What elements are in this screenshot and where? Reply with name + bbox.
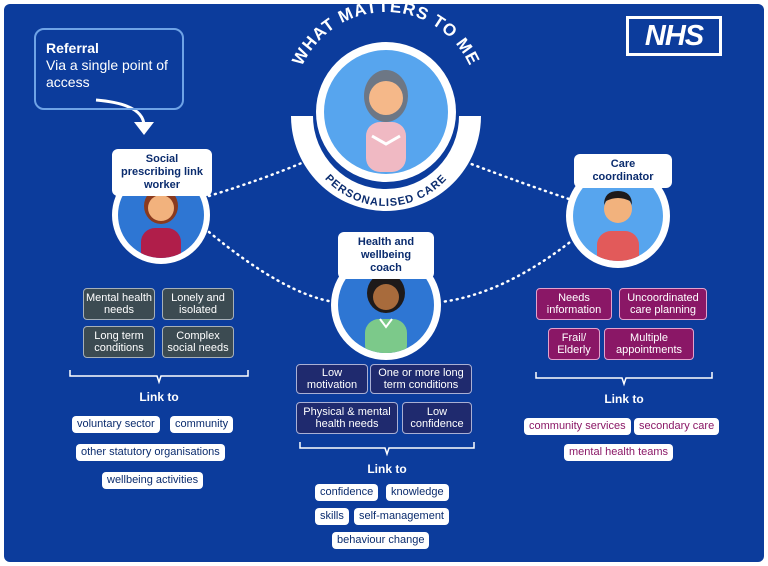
link-pill: secondary care <box>634 418 720 435</box>
link-pill: wellbeing activities <box>102 472 204 489</box>
link-pill: other statutory organisations <box>76 444 225 461</box>
connector-care-coach <box>439 237 576 304</box>
referral-subtitle: Via a single point of access <box>46 57 168 90</box>
need-tag: Lonely and isolated <box>162 288 234 320</box>
nhs-logo: NHS <box>626 16 722 56</box>
role-label-coach: Health and wellbeing coach <box>338 232 434 279</box>
link-pill: knowledge <box>386 484 449 501</box>
need-tag: Low motivation <box>296 364 368 394</box>
nhs-logo-text: NHS <box>629 19 719 53</box>
need-tag: One or more long term conditions <box>370 364 472 394</box>
need-tag: Long term conditions <box>83 326 155 358</box>
diagram-canvas: Referral Via a single point of access NH… <box>4 4 764 562</box>
referral-title: Referral <box>46 40 99 56</box>
referral-arrowhead <box>134 122 154 135</box>
link-pill: confidence <box>315 484 379 501</box>
brace-care <box>535 372 713 387</box>
link-pill: skills <box>315 508 349 525</box>
need-tag: Mental health needs <box>83 288 155 320</box>
need-tag: Uncoordinated care planning <box>619 288 707 320</box>
brace-coach <box>299 442 475 457</box>
brace-social <box>69 370 249 385</box>
center-ring <box>291 116 481 211</box>
need-tag: Complex social needs <box>162 326 234 358</box>
center-hub: WHAT MATTERS TO ME PERSONALISED CARE <box>288 4 483 211</box>
link-to-label-social: Link to <box>139 390 179 404</box>
need-tag: Multiple appointments <box>604 328 694 360</box>
woman-coach-icon <box>365 273 407 353</box>
connector-social-center <box>207 160 306 198</box>
elderly-woman-icon <box>364 70 408 172</box>
link-pill: community <box>170 416 234 433</box>
link-pill: behaviour change <box>332 532 430 549</box>
link-to-label-coach: Link to <box>367 462 407 476</box>
connector-social-coach <box>207 230 336 304</box>
man-icon <box>597 191 639 261</box>
need-tag: Physical & mental health needs <box>296 402 398 434</box>
connector-care-center <box>464 160 571 201</box>
need-tag: Needs information <box>536 288 612 320</box>
need-tag: Frail/ Elderly <box>548 328 600 360</box>
role-label-care: Care coordinator <box>574 154 672 188</box>
link-pill: community services <box>524 418 631 435</box>
role-label-social: Social prescribing link worker <box>112 149 212 196</box>
link-pill: self-management <box>354 508 449 525</box>
link-pill: voluntary sector <box>72 416 160 433</box>
link-pill: mental health teams <box>564 444 674 461</box>
need-tag: Low confidence <box>402 402 472 434</box>
referral-box: Referral Via a single point of access <box>34 28 184 110</box>
link-to-label-care: Link to <box>604 392 644 406</box>
